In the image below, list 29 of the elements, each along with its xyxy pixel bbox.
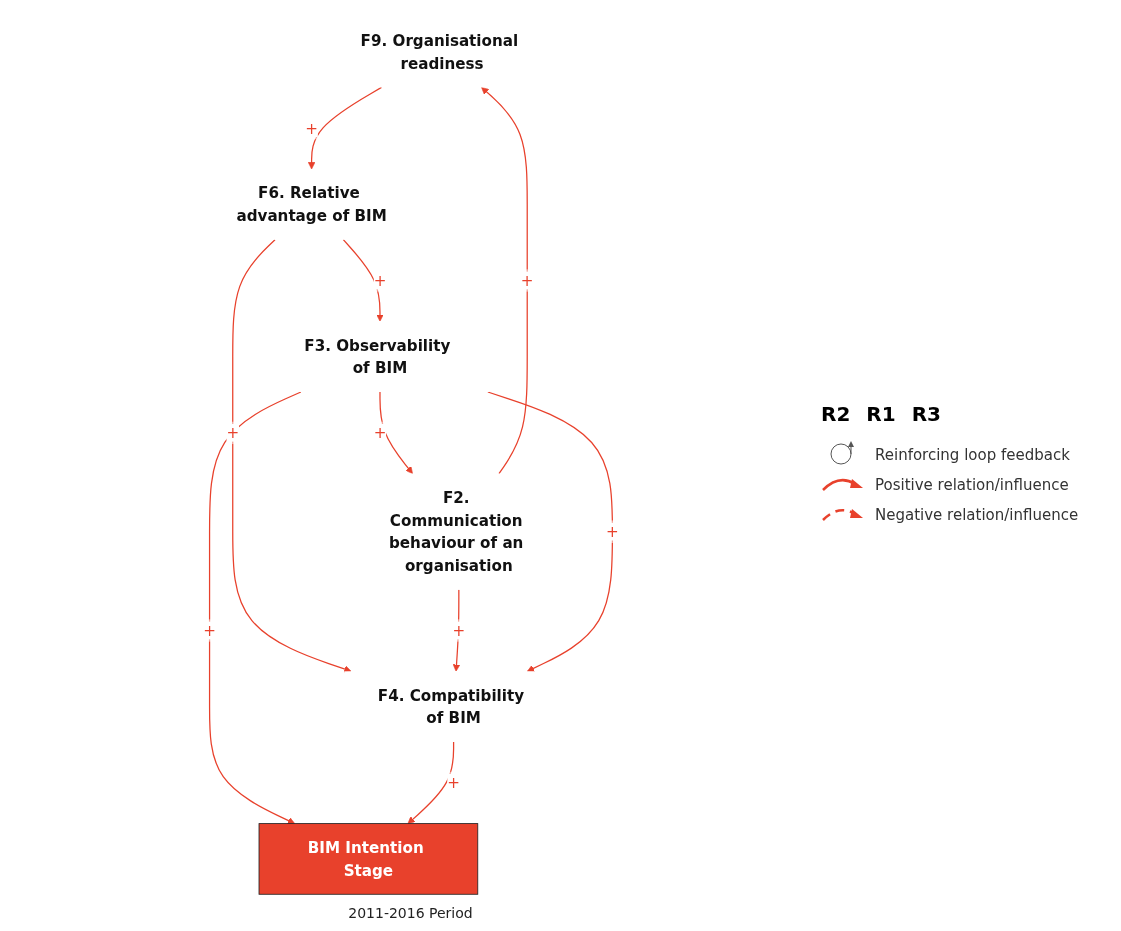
edge-label: + [373, 271, 387, 290]
period-caption: 2011-2016 Period [348, 905, 473, 921]
edge-label: + [606, 522, 619, 541]
edge-label: + [520, 271, 534, 290]
arrow [487, 391, 614, 672]
arrow [232, 239, 352, 673]
loop-label: R1 [866, 401, 896, 426]
node-text: F3. Observability of BIM [304, 336, 451, 377]
node-box: BIM Intention Stage [258, 823, 479, 895]
node-text: F6. Relative advantage of BIM [236, 184, 387, 225]
loop-label: R3 [911, 401, 941, 426]
arrow [481, 87, 528, 475]
edge-label: + [373, 423, 387, 442]
edge-label: + [447, 773, 460, 792]
arrow [342, 239, 384, 322]
arrow [208, 391, 302, 825]
edge-label: + [203, 621, 216, 640]
loop-label: R2 [821, 401, 851, 426]
node-text: F9. Organisational readiness [360, 31, 519, 73]
arrow [407, 741, 455, 824]
node-text: F4. Compatibility of BIM [377, 686, 525, 727]
edge-label: + [226, 423, 240, 442]
edge-label: + [305, 119, 318, 138]
node-text: F2. Communication behaviour of an organisation [389, 488, 524, 575]
edge-label: + [452, 621, 466, 640]
legend-text: Positive relation/influence [875, 475, 1069, 494]
legend-text: Negative relation/influence [875, 505, 1079, 524]
arrow [379, 391, 413, 474]
legend-text: Reinforcing loop feedback [875, 445, 1070, 464]
